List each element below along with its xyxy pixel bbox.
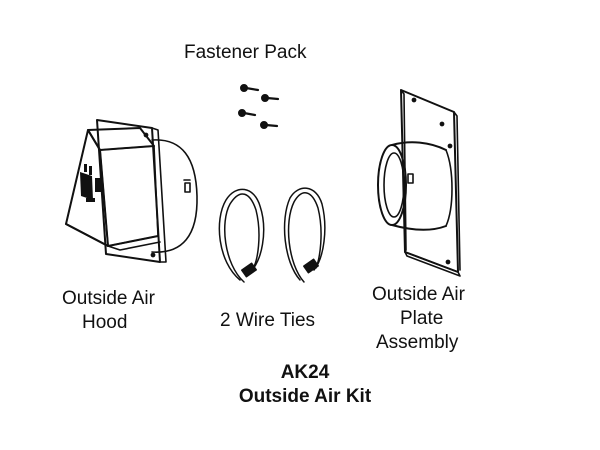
outside-air-plate-assembly xyxy=(378,90,460,276)
plate-label-line2: Plate xyxy=(400,308,443,330)
hood-logo xyxy=(80,164,102,202)
screw xyxy=(262,95,278,101)
kit-name: Outside Air Kit xyxy=(200,386,410,408)
screw xyxy=(239,110,255,116)
model-number: AK24 xyxy=(200,362,410,384)
hood-label-line1: Outside Air xyxy=(62,288,155,310)
wire-ties-label: 2 Wire Ties xyxy=(220,310,315,332)
outside-air-hood xyxy=(66,120,197,262)
hood-label-line2: Hood xyxy=(82,312,127,334)
fastener-pack-screws xyxy=(239,85,278,128)
wire-tie-1 xyxy=(219,189,263,282)
fastener-pack-label: Fastener Pack xyxy=(184,42,307,64)
screw xyxy=(261,122,277,128)
wire-tie-2 xyxy=(285,188,325,282)
plate-label-line3: Assembly xyxy=(376,332,458,354)
screw xyxy=(241,85,258,91)
plate-label-line1: Outside Air xyxy=(372,284,465,306)
